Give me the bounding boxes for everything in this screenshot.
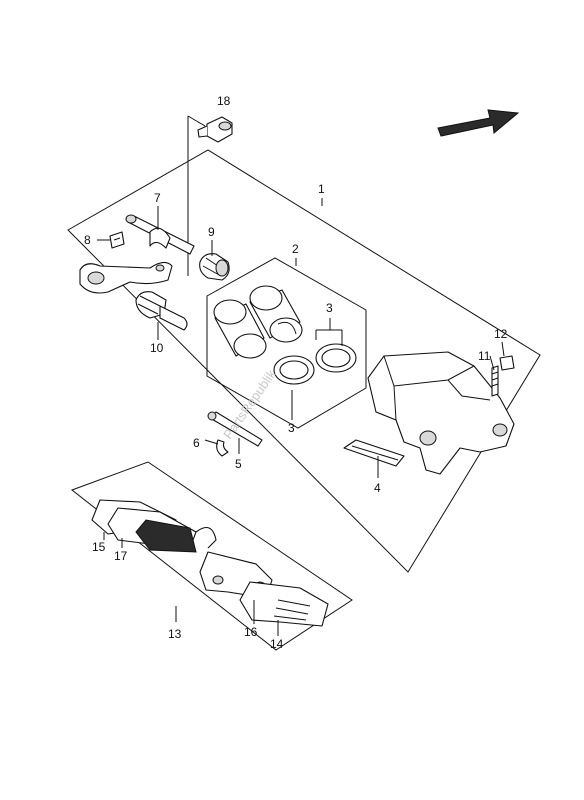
clip-8 [109, 231, 125, 249]
piston-kit-frame [206, 257, 367, 429]
callout-13: 13 [168, 627, 182, 641]
leader-18 [187, 115, 206, 127]
direction-arrow [437, 109, 520, 137]
pad-pin-clip-6 [216, 439, 229, 457]
piston-seal-left [273, 355, 315, 385]
callout-12: 12 [494, 327, 508, 341]
brake-pad-14 [239, 581, 329, 627]
callout-14: 14 [270, 637, 284, 651]
callout-5: 5 [235, 457, 242, 471]
callout-3-bottom: 3 [288, 421, 295, 435]
callout-6: 6 [193, 436, 200, 450]
callout-17: 17 [114, 549, 128, 563]
caliper-bracket-pin [79, 261, 173, 294]
callout-8: 8 [84, 233, 91, 247]
rubber-boot-9 [199, 253, 230, 281]
callout-9: 9 [208, 225, 215, 239]
callout-3-top: 3 [326, 301, 333, 315]
callout-7: 7 [154, 191, 161, 205]
piston-front [213, 299, 267, 359]
callout-18: 18 [217, 94, 231, 108]
slide-pin-10 [135, 291, 188, 331]
bleeder-screw-11 [491, 365, 499, 397]
brake-pad-friction-left [135, 519, 197, 553]
callout-2: 2 [292, 242, 299, 256]
callout-16: 16 [244, 625, 258, 639]
slide-pin-7 [125, 214, 195, 255]
brake-pad-set-frame [70, 461, 353, 651]
callout-10: 10 [150, 341, 164, 355]
watermark: PartsRepublik [220, 366, 279, 441]
bleeder-bolt-18 [197, 116, 233, 143]
callout-4: 4 [374, 481, 381, 495]
leader-lines [97, 198, 505, 636]
caliper-assembly-frame [67, 149, 541, 573]
callout-11: 11 [478, 349, 491, 363]
pad-spring-4 [343, 439, 405, 467]
bleeder-cap-12 [499, 355, 515, 371]
piston-rear [249, 285, 303, 343]
callout-15: 15 [92, 540, 106, 554]
caliper-body [367, 351, 515, 475]
piston-seal-right [315, 343, 357, 373]
pad-pin-5 [207, 411, 263, 447]
callout-1: 1 [318, 182, 325, 196]
